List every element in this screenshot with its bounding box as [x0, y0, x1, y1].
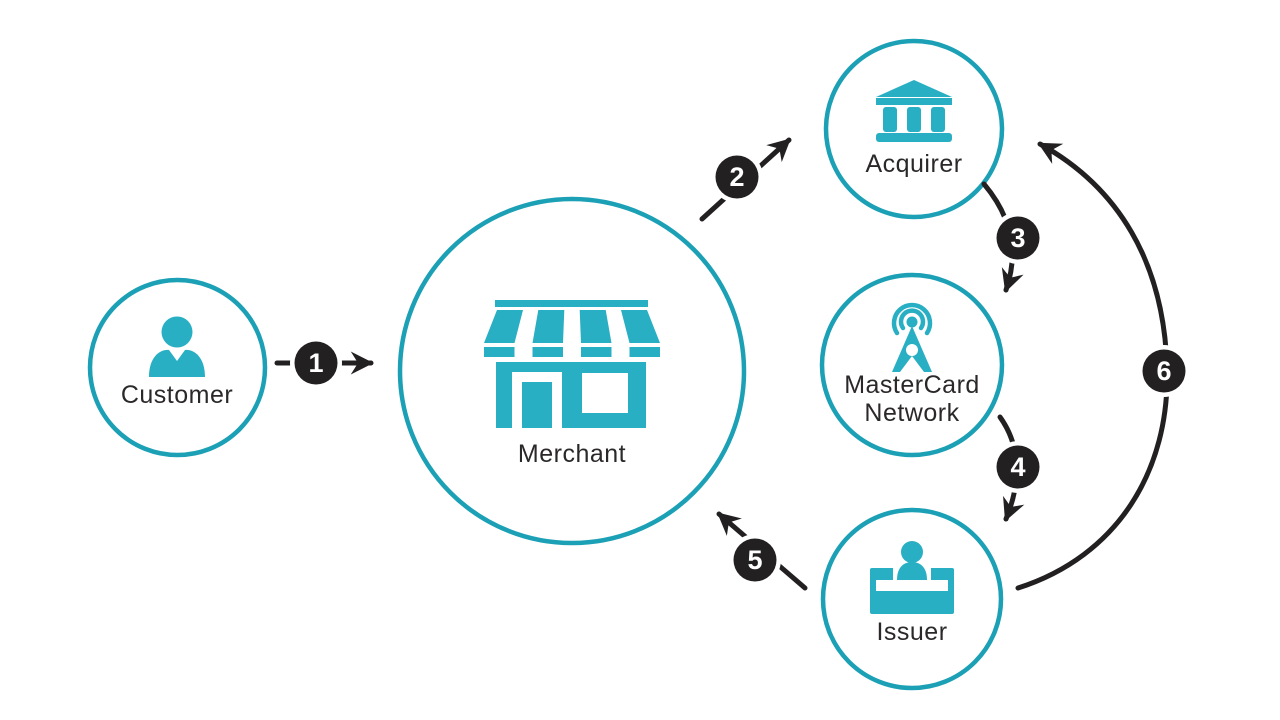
node-issuer: Issuer — [820, 507, 1004, 691]
node-acquirer: Acquirer — [823, 38, 1005, 220]
step-4-badge — [996, 445, 1040, 489]
node-merchant: Merchant — [397, 196, 747, 546]
step-4-number: 4 — [1010, 452, 1025, 482]
acquirer-label: Acquirer — [865, 150, 962, 178]
mastercard-network-label-line1: MasterCard — [844, 371, 980, 399]
step-6: 6 — [1015, 141, 1190, 591]
customer-label: Customer — [121, 381, 233, 409]
step-2-badge — [715, 155, 759, 199]
storefront-icon — [484, 300, 660, 428]
step-5-badge — [733, 538, 777, 582]
step-2: 2 — [699, 137, 792, 222]
node-customer: Customer — [87, 277, 268, 458]
step-3-badge — [996, 216, 1040, 260]
step-1-badge — [294, 341, 338, 385]
node-mastercard-network: MasterCard Network — [819, 272, 1005, 458]
broadcast-tower-icon — [891, 302, 933, 372]
step-3: 3 — [981, 181, 1044, 293]
step-6-badge — [1142, 349, 1186, 393]
step-5-number: 5 — [747, 545, 762, 575]
step-1: 1 — [274, 337, 374, 389]
bank-icon — [876, 80, 952, 142]
merchant-label: Merchant — [518, 440, 626, 468]
step-5: 5 — [716, 511, 808, 591]
step-4: 4 — [992, 414, 1044, 522]
step-6-number: 6 — [1156, 356, 1171, 386]
step-2-number: 2 — [729, 162, 744, 192]
step-1-number: 1 — [308, 348, 323, 378]
issuer-label: Issuer — [876, 618, 947, 646]
step-3-number: 3 — [1010, 223, 1025, 253]
person-icon — [149, 316, 205, 377]
teller-desk-icon — [870, 541, 954, 614]
mastercard-network-label-line2: Network — [864, 399, 959, 427]
